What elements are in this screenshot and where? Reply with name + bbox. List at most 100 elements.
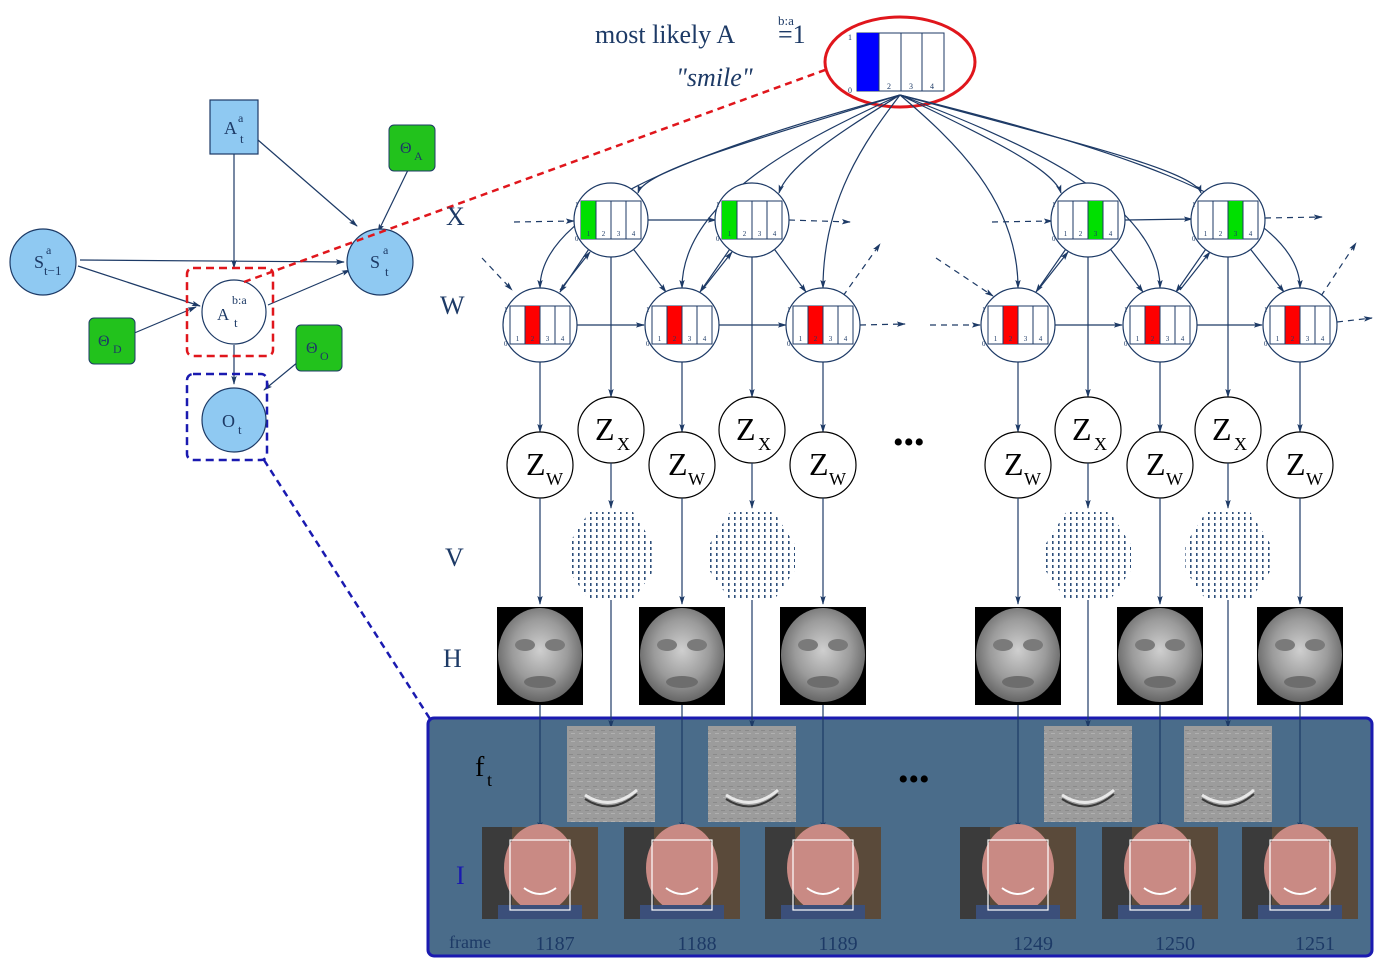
x-hist-3-tick: 2 [1079, 230, 1083, 238]
w-hist-4-axis-bottom: 0 [982, 340, 986, 348]
i-track-box-3 [792, 839, 854, 911]
w-hist-2-bar [667, 306, 682, 344]
h-eye-right-1 [545, 639, 565, 651]
zw-sub-2: W [688, 469, 705, 489]
x-hist-2-tick: 3 [758, 230, 762, 238]
f-smile-highlight-2 [725, 788, 779, 804]
w-hist-5-tick: 4 [1181, 335, 1185, 343]
i-smile-3 [806, 887, 840, 895]
i-face-2 [646, 824, 718, 912]
w-dash-out-6 [1336, 316, 1373, 323]
x-hist-3-axis-bottom: 0 [1052, 235, 1056, 243]
frame-number-4: 1249 [1013, 933, 1053, 955]
f-smile-shadow-4 [1201, 793, 1255, 808]
theta-d-sub: D [113, 342, 122, 356]
x-to-w-edge-8 [1247, 245, 1285, 293]
w-hist-4-tick: 1 [994, 335, 998, 343]
w-to-x-edge-2 [701, 251, 733, 291]
s-curr-node [346, 228, 414, 296]
w-hist-3-tick: 3 [829, 335, 833, 343]
zw-label-2: Z [668, 446, 688, 482]
top-hist-tick-4: 4 [930, 82, 934, 91]
i-shirt-4 [976, 905, 1060, 919]
action-sub: t [240, 131, 244, 146]
i-track-box-6 [1269, 839, 1331, 911]
i-smile-2 [665, 887, 699, 895]
w-hist-2-axis-top: 1 [646, 306, 650, 314]
x-hist-1-axis-top: 1 [575, 201, 579, 209]
x-hist-4-tick: 1 [1204, 230, 1208, 238]
s-prev-node [9, 228, 77, 296]
i-smile-5 [1143, 887, 1177, 895]
w-hist-1-tick: 2 [531, 335, 535, 343]
i-smile-6 [1283, 887, 1317, 895]
x-hist-2-axis-top: 1 [716, 201, 720, 209]
top-hist-axis-bottom: 0 [848, 86, 852, 95]
w-hist-2-tick: 2 [673, 335, 677, 343]
x-hist-3-bar [1088, 201, 1103, 239]
prior-edge-x-1 [637, 94, 901, 194]
h-eye-right-3 [828, 639, 848, 651]
zw-label-5: Z [1146, 446, 1166, 482]
w-hist-6-axis-bottom: 0 [1264, 340, 1268, 348]
w-hist-1-tick: 3 [546, 335, 550, 343]
x-to-w-edge-7 [1175, 245, 1209, 293]
f-smile-shadow-3 [1061, 793, 1115, 808]
zx-sub-2: X [758, 434, 771, 454]
f-image-1 [567, 726, 655, 822]
row-label-frame: frame [449, 932, 491, 952]
s-curr-sup: a [383, 243, 389, 257]
w-hist-3-tick: 2 [814, 335, 818, 343]
top-histogram: 1 0 2 3 4 [848, 32, 945, 95]
prior-edge-w-2 [679, 94, 901, 289]
w-hist-4-axis-top: 1 [982, 306, 986, 314]
w-dash-out-3 [859, 321, 906, 327]
red-zoom-line [243, 64, 837, 284]
w-hist-5-tick: 2 [1151, 335, 1155, 343]
x-dash-in-1 [513, 218, 575, 224]
v-flow-field-1 [568, 512, 654, 600]
h-eye-left-2 [657, 639, 677, 651]
w-hist-3-tick: 1 [799, 335, 803, 343]
i-track-box-4 [987, 839, 1049, 911]
i-shirt-3 [781, 905, 865, 919]
x-hist-1-tick: 2 [602, 230, 606, 238]
frame-number-3: 1189 [818, 933, 857, 955]
x-hist-1-bar [581, 201, 596, 239]
x-dash-out-2 [788, 219, 851, 225]
f-image-2 [708, 726, 796, 822]
top-caption-eq: =1 [778, 20, 806, 49]
w-hist-2-axis-bottom: 0 [646, 340, 650, 348]
w-dash-diag-out-6 [1320, 242, 1357, 297]
f-image-4 [1184, 726, 1272, 822]
i-face-5 [1124, 824, 1196, 912]
w-hist-3-axis-bottom: 0 [787, 340, 791, 348]
s-prev-sub: t−1 [44, 263, 61, 278]
smile-label: "smile" [676, 63, 753, 92]
i-shirt-1 [498, 905, 582, 919]
x-hist-4-bar [1228, 201, 1243, 239]
w-hist-1-tick: 1 [516, 335, 520, 343]
action-node [209, 99, 259, 155]
i-shirt-2 [640, 905, 724, 919]
i-face-4 [982, 824, 1054, 912]
prior-edge-w-6 [899, 94, 1303, 289]
w-hist-4-bar [1003, 306, 1018, 344]
row-label-h: H [443, 644, 462, 673]
zw-sub-1: W [546, 469, 563, 489]
theta-a-sub: A [414, 149, 423, 163]
h-face-6 [1258, 608, 1342, 702]
prior-edge-w-4 [899, 94, 1021, 289]
row-label-x: X [446, 202, 465, 231]
w-hist-6-axis-top: 1 [1264, 306, 1268, 314]
zx-label-1: Z [595, 411, 615, 447]
x-hist-3-tick: 4 [1109, 230, 1113, 238]
w-hist-1-tick: 4 [561, 335, 565, 343]
i-shirt-5 [1118, 905, 1202, 919]
h-eye-right-4 [1023, 639, 1043, 651]
